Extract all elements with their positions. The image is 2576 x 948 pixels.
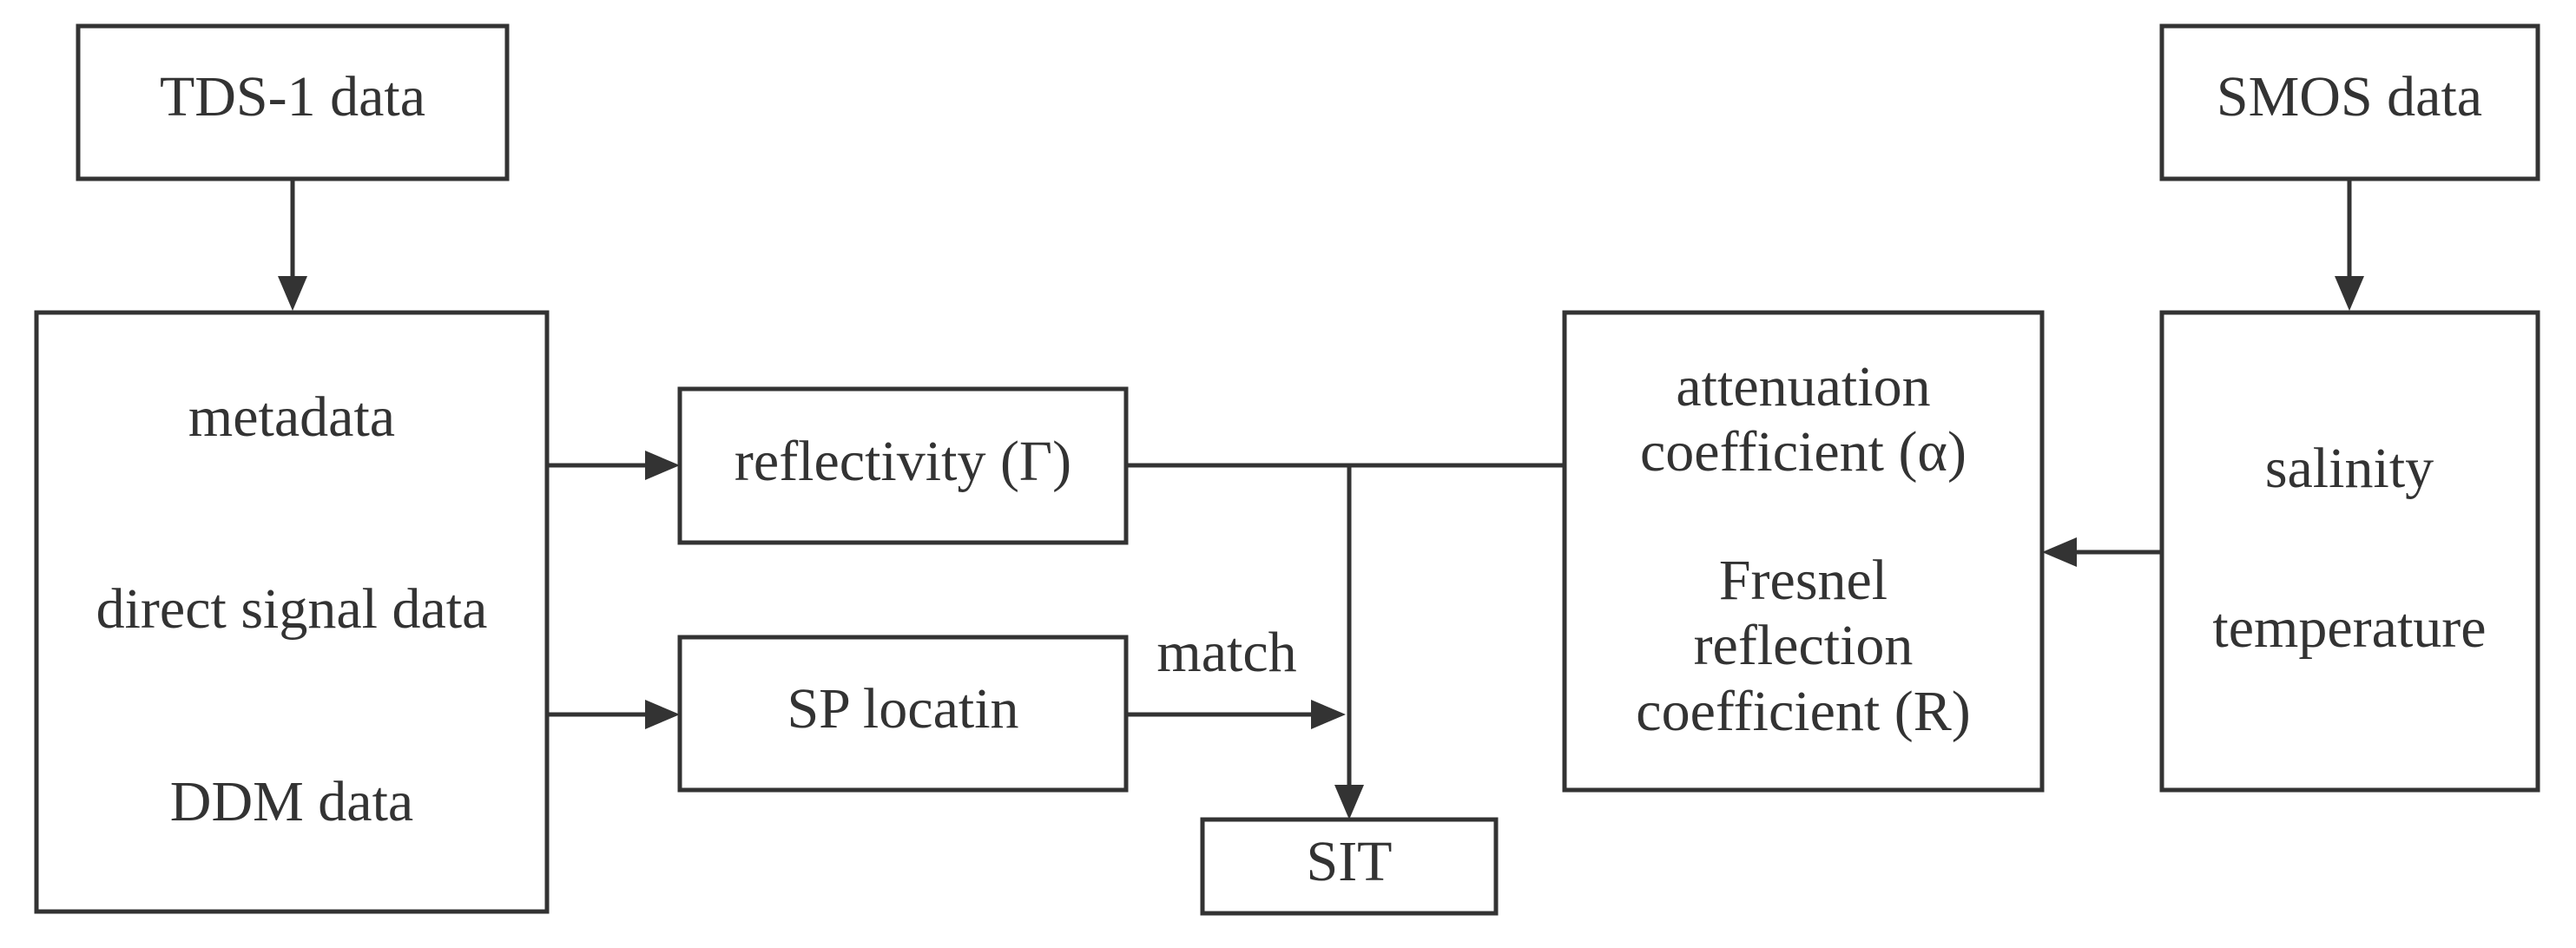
tds1-data-label: TDS-1 data [160,65,425,128]
sit-label: SIT [1307,830,1393,893]
attenuation-label-line1: attenuation [1676,355,1930,418]
coefficients-box [1562,310,2045,793]
fresnel-label-line3: coefficient (R) [1636,680,1970,743]
fresnel-label-line2: reflection [1694,614,1914,677]
attenuation-label-line2: coefficient (α) [1640,420,1967,484]
match-arrowhead [1311,700,1346,729]
reflectivity-box [677,386,1129,545]
fresnel-label-line1: Fresnel [1719,549,1888,612]
sp-location-label: SP locatin [787,677,1018,741]
salinity-label: salinity [2265,437,2434,500]
tds1-down-arrowhead [278,276,307,311]
match-label: match [1156,621,1296,684]
to-sp-location-arrowhead [645,700,680,729]
smos-to-coefficients-arrowhead [2042,537,2077,567]
smos-down-arrowhead [2335,276,2364,311]
tds1-data-box [76,23,510,181]
reflectivity-label: reflectivity (Γ) [735,430,1071,493]
metadata-label: metadata [188,385,395,449]
temperature-label: temperature [2212,596,2486,660]
to-reflectivity-arrowhead [645,451,680,480]
smos-data-label: SMOS data [2217,65,2482,128]
to-sit-arrowhead [1334,785,1364,820]
tds1-contents-box [34,310,550,914]
direct-signal-data-label: direct signal data [96,577,488,641]
smos-contents-box [2159,310,2540,793]
sit-box [1200,817,1499,916]
ddm-data-label: DDM data [170,770,413,833]
